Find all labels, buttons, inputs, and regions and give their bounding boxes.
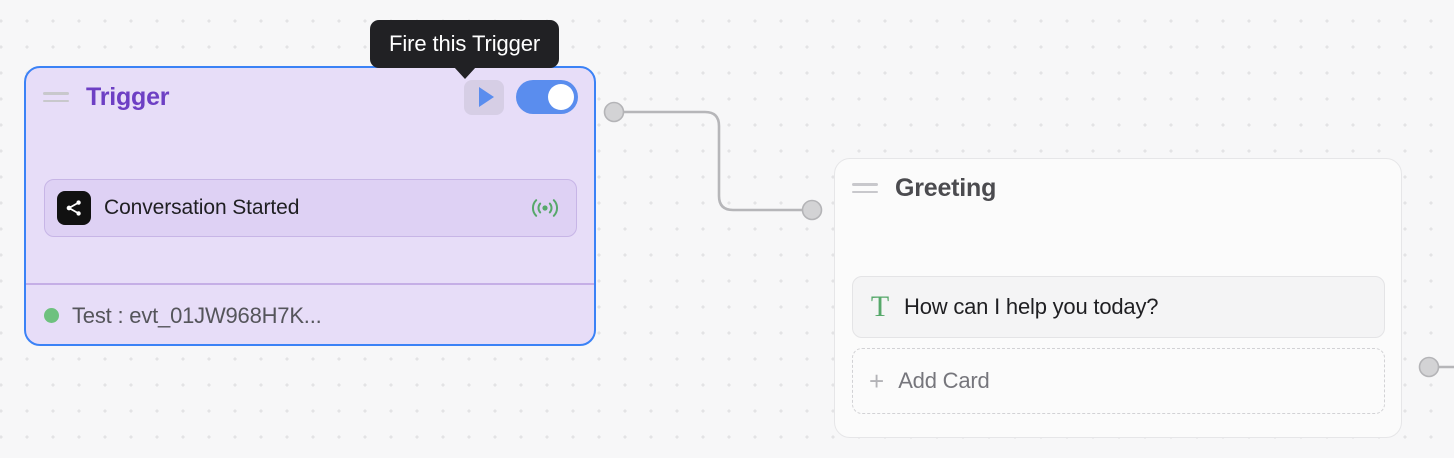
handle-trigger-source[interactable]	[603, 101, 625, 123]
greeting-title: Greeting	[895, 173, 997, 202]
greeting-text-label: How can I help you today?	[904, 294, 1159, 319]
drag-handle-icon[interactable]	[852, 180, 878, 196]
trigger-title: Trigger	[86, 82, 170, 111]
tooltip-label: Fire this Trigger	[389, 31, 541, 56]
trigger-test-label: Test : evt_01JW968H7K...	[72, 302, 322, 328]
trigger-node-body: Trigger	[26, 68, 594, 283]
fire-trigger-button[interactable]	[464, 79, 504, 115]
broadcast-icon	[528, 195, 562, 221]
status-dot-icon	[44, 308, 59, 323]
trigger-node[interactable]: Trigger	[24, 66, 596, 346]
toggle-knob	[548, 84, 574, 110]
greeting-node-header: Greeting	[835, 159, 1401, 217]
add-card-button[interactable]: + Add Card	[852, 348, 1385, 414]
play-icon	[478, 87, 494, 107]
greeting-text-card[interactable]: T How can I help you today?	[852, 276, 1385, 338]
fire-trigger-tooltip: Fire this Trigger	[370, 20, 560, 79]
share-nodes-icon	[57, 191, 91, 225]
greeting-node[interactable]: Greeting T How can I help you today? + A…	[834, 158, 1402, 438]
add-card-label: Add Card	[898, 368, 990, 393]
drag-handle-icon[interactable]	[43, 89, 69, 105]
trigger-divider	[26, 283, 594, 285]
handle-greeting-source[interactable]	[1418, 356, 1440, 378]
trigger-event-card[interactable]: Conversation Started	[44, 179, 577, 237]
text-t-icon: T	[870, 290, 890, 323]
trigger-event-label: Conversation Started	[104, 196, 300, 219]
edge-trigger-to-greeting	[620, 110, 807, 212]
plus-icon: +	[869, 366, 885, 396]
handle-greeting-target[interactable]	[801, 199, 823, 221]
trigger-node-header: Trigger	[26, 68, 594, 126]
trigger-test-status[interactable]: Test : evt_01JW968H7K...	[26, 285, 594, 345]
tooltip-arrow-icon	[453, 67, 476, 79]
trigger-enabled-toggle[interactable]	[516, 80, 578, 114]
